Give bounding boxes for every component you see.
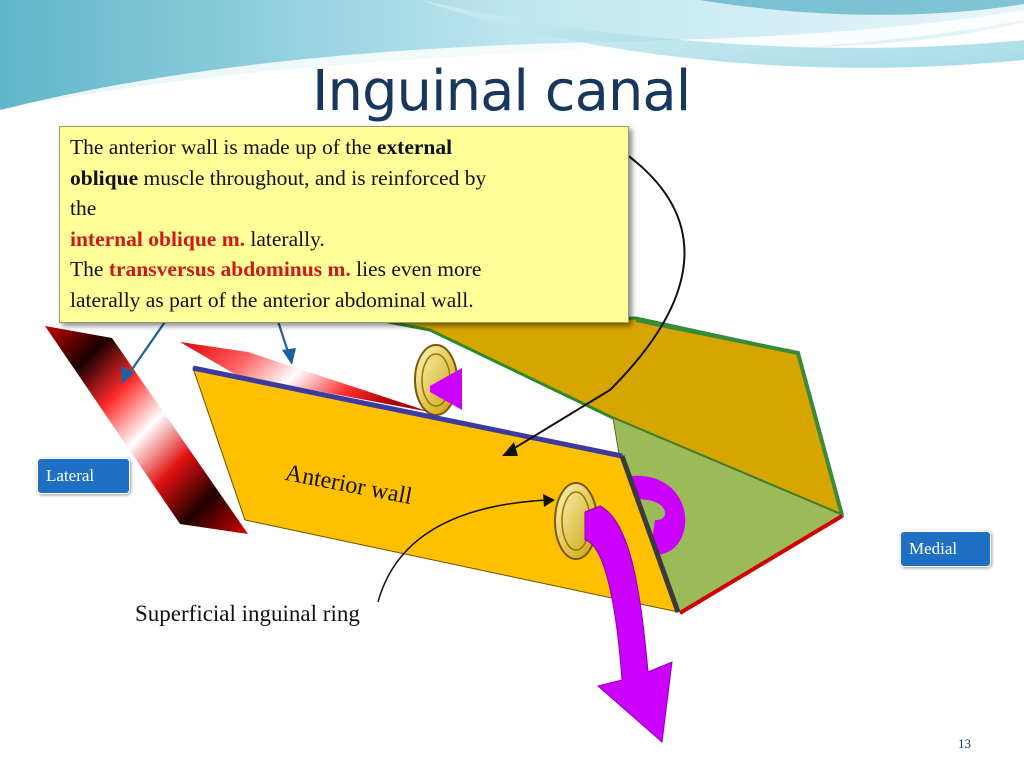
page-number: 13 (958, 736, 971, 751)
callout-text: muscle throughout, and is reinforced by (138, 165, 487, 190)
callout-text: laterally. (245, 226, 325, 251)
anterior-wall-description: The anterior wall is made up of the exte… (59, 126, 629, 323)
spermatic-cord-exit-arrow (584, 505, 673, 743)
pointer-to-superficial-ring (377, 499, 549, 603)
callout-text: The (70, 257, 109, 281)
callout-text: the (70, 196, 97, 220)
transversus-abdominus-layer (45, 326, 248, 534)
posterior-wall-edge (635, 318, 844, 516)
callout-highlight: internal oblique m. (70, 226, 246, 251)
anterior-wall-right-edge (619, 455, 681, 613)
lateral-badge: Lateral (37, 458, 130, 494)
slide-title: Inguinal canal (312, 59, 691, 124)
spermatic-cord-curve (630, 475, 686, 556)
anterior-wall-top-edge (192, 365, 623, 459)
pointer-to-transversus-head (121, 366, 134, 384)
pointer-to-internal-oblique-head (282, 348, 296, 365)
floor-red-edge (678, 514, 844, 615)
pointer-to-superficial-ring-head (543, 494, 555, 507)
callout-bold: oblique (70, 165, 139, 190)
superficial-ring-label: Superficial inguinal ring (135, 601, 360, 626)
internal-oblique-layer (180, 342, 430, 412)
callout-bold: external (376, 135, 453, 159)
header-wave-decoration (0, 0, 1024, 120)
pointer-to-anterior-wall-head (502, 442, 518, 456)
callout-text: lies even more (350, 257, 482, 281)
pointer-to-anterior-wall (507, 139, 686, 453)
callout-text: The anterior wall is made up of the (70, 135, 377, 159)
callout-highlight: transversus abdominus m. (108, 257, 351, 281)
spermatic-cord-path-deep (430, 368, 462, 410)
medial-badge: Medial (900, 531, 991, 567)
callout-text: laterally as part of the anterior abdomi… (70, 287, 474, 312)
